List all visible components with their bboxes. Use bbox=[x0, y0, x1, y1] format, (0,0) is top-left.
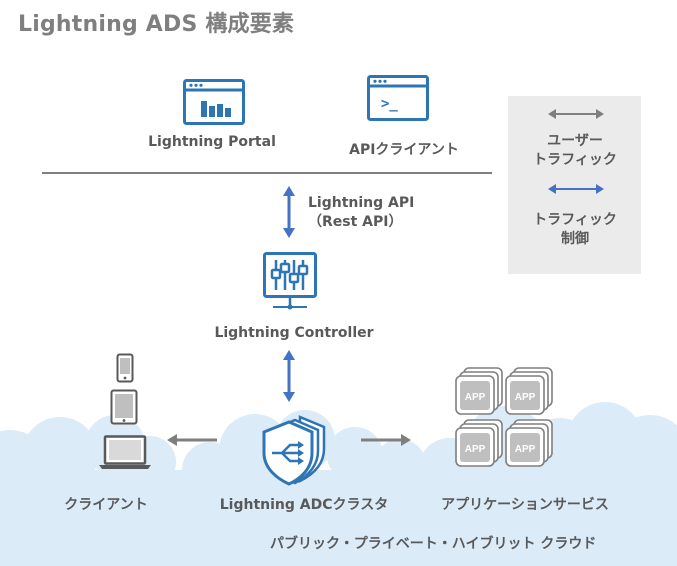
app-grid-icon: APP APP APP APP bbox=[455, 367, 553, 467]
legend-user-traffic-line1: ユーザー bbox=[547, 133, 603, 149]
legend-traffic-control-arrow bbox=[548, 184, 604, 194]
app-tile-1: APP bbox=[465, 392, 486, 403]
controller-adc-arrow bbox=[283, 350, 295, 402]
portal-icon bbox=[183, 79, 245, 125]
api-control-arrow bbox=[283, 186, 295, 238]
tablet-icon bbox=[110, 389, 138, 425]
adc-cluster-label: Lightning ADCクラスタ bbox=[219, 497, 389, 513]
api-label-line1: Lightning API bbox=[308, 195, 415, 211]
phone-icon bbox=[116, 353, 134, 383]
app-tile-4: APP bbox=[515, 444, 536, 455]
divider-line bbox=[42, 172, 492, 174]
legend-box bbox=[508, 96, 641, 274]
app-tile-3: APP bbox=[465, 444, 486, 455]
portal-label: Lightning Portal bbox=[148, 134, 276, 150]
adc-shield-icon bbox=[262, 415, 326, 486]
api-label-line2: （Rest API） bbox=[308, 214, 403, 230]
legend-user-traffic-arrow bbox=[548, 109, 604, 119]
terminal-prompt: >_ bbox=[381, 96, 398, 112]
adc-to-client-arrow bbox=[167, 434, 217, 446]
legend-traffic-control-line2: 制御 bbox=[560, 231, 589, 247]
terminal-icon: >_ bbox=[367, 75, 429, 121]
controller-label: Lightning Controller bbox=[214, 325, 374, 341]
diagram-title: Lightning ADS 構成要素 bbox=[18, 12, 295, 37]
adc-to-app-arrow bbox=[361, 434, 411, 446]
cloud-label: パブリック・プライベート・ハイブリット クラウド bbox=[270, 536, 597, 552]
api-client-label: APIクライアント bbox=[349, 142, 459, 158]
laptop-icon bbox=[99, 435, 151, 469]
legend-traffic-control-line1: トラフィック bbox=[533, 212, 617, 228]
client-label: クライアント bbox=[64, 497, 148, 513]
legend-user-traffic-line2: トラフィック bbox=[533, 152, 617, 168]
app-services-label: アプリケーションサービス bbox=[441, 497, 609, 513]
controller-sliders-icon bbox=[263, 252, 317, 310]
app-tile-2: APP bbox=[515, 392, 536, 403]
